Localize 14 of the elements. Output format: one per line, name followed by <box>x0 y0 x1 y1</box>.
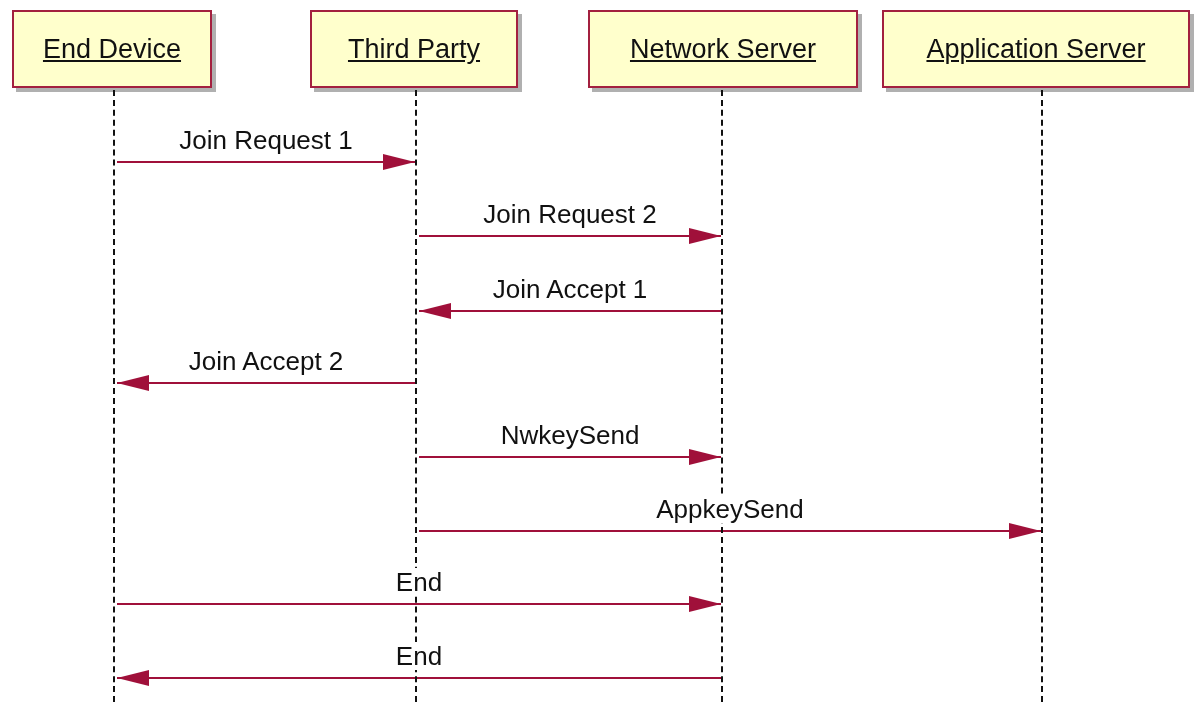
participant-name: End Device <box>42 33 182 65</box>
participant-name: Network Server <box>629 33 816 65</box>
message-arrow <box>418 523 1042 539</box>
message-arrow <box>116 670 722 686</box>
message-arrow <box>418 303 722 319</box>
message-arrow <box>418 449 722 465</box>
message-arrow <box>116 596 722 612</box>
lifeline <box>1041 90 1045 702</box>
lifeline <box>113 90 117 702</box>
participant-name: Third Party <box>347 33 480 65</box>
message-arrow <box>116 375 416 391</box>
participant-name: Application Server <box>926 33 1146 65</box>
message-arrow <box>116 154 416 170</box>
message-arrow <box>418 228 722 244</box>
